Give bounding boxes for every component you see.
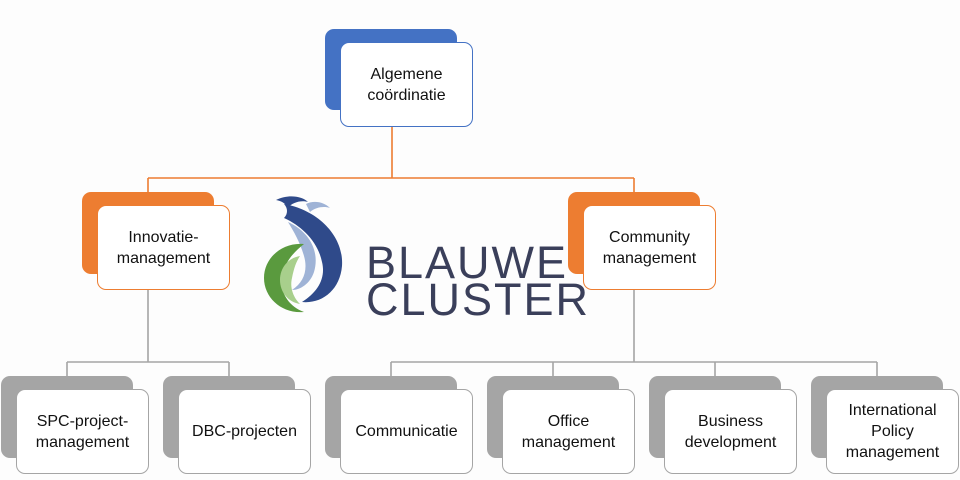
node-label: Algemene coördinatie bbox=[340, 42, 473, 127]
connector-lines bbox=[66, 126, 878, 376]
node-label: International Policy management bbox=[826, 389, 959, 474]
node-label: Communicatie bbox=[340, 389, 473, 474]
node-label: Innovatie- management bbox=[97, 205, 230, 290]
node-label: Office management bbox=[502, 389, 635, 474]
node-office-management[interactable]: Office management bbox=[487, 376, 635, 474]
node-community-management[interactable]: Community management bbox=[568, 192, 716, 290]
node-label: Business development bbox=[664, 389, 797, 474]
node-label: SPC-project- management bbox=[16, 389, 149, 474]
node-business-development[interactable]: Business development bbox=[649, 376, 797, 474]
blauwe-cluster-swirl-icon bbox=[264, 196, 343, 313]
node-label: Community management bbox=[583, 205, 716, 290]
node-algemene-coordinatie[interactable]: Algemene coördinatie bbox=[325, 29, 473, 127]
blauwe-cluster-logo: BLAUWE CLUSTER bbox=[258, 192, 588, 324]
node-innovatie-management[interactable]: Innovatie- management bbox=[82, 192, 230, 290]
logo-word-cluster: CLUSTER bbox=[366, 274, 591, 325]
node-dbc-projecten[interactable]: DBC-projecten bbox=[163, 376, 311, 474]
node-international-policy-management[interactable]: International Policy management bbox=[811, 376, 959, 474]
node-communicatie[interactable]: Communicatie bbox=[325, 376, 473, 474]
logo-word-blauwe: BLAUWE bbox=[366, 237, 569, 288]
node-label: DBC-projecten bbox=[178, 389, 311, 474]
node-spc-project-management[interactable]: SPC-project- management bbox=[1, 376, 149, 474]
